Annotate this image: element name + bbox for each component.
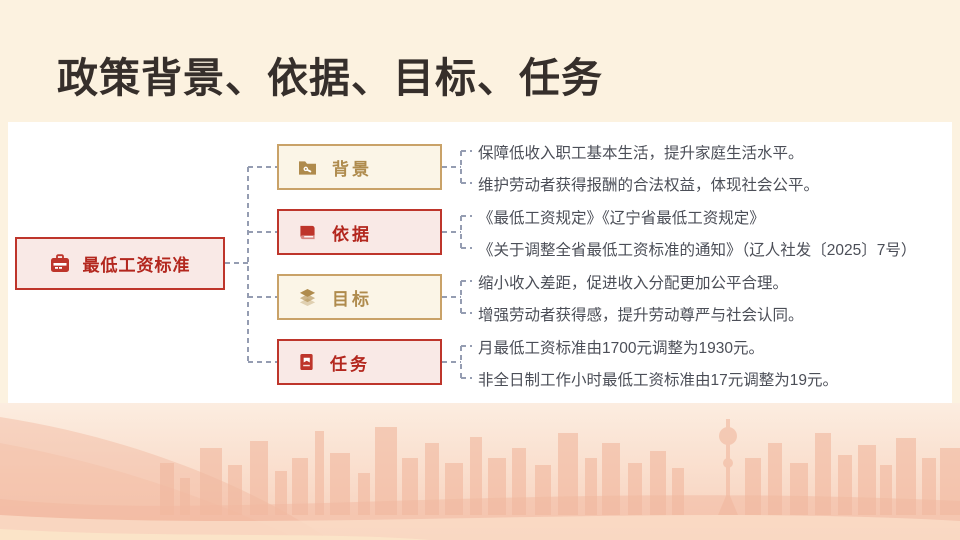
branch-label: 目标	[332, 289, 372, 309]
page-title: 政策背景、依据、目标、任务	[57, 55, 603, 101]
connector-lines	[225, 150, 472, 379]
bullet-line: 非全日制工作小时最低工资标准由17元调整为19元。	[478, 372, 838, 389]
bullet-line: 月最低工资标准由1700元调整为1930元。	[478, 340, 764, 357]
branch-label: 依据	[332, 224, 372, 244]
branch-label: 背景	[332, 159, 372, 179]
branch-box-task: 任务	[277, 339, 442, 385]
bullet-line: 维护劳动者获得报酬的合法权益，体现社会公平。	[478, 177, 820, 194]
diagram-panel: 最低工资标准 背景 保障低收入职工基本生活，提升家庭生活水平。 维护劳动者获得报…	[8, 122, 952, 403]
layers-icon	[298, 288, 317, 306]
folder-wrench-icon	[298, 159, 317, 176]
branch-box-background: 背景	[277, 144, 442, 190]
book-icon	[298, 224, 317, 241]
branch-box-basis: 依据	[277, 209, 442, 255]
bullet-line: 《最低工资规定》《辽宁省最低工资规定》	[478, 210, 765, 227]
briefcase-icon	[50, 254, 70, 273]
bullet-line: 保障低收入职工基本生活，提升家庭生活水平。	[478, 145, 804, 162]
bullet-line: 缩小收入差距，促进收入分配更加公平合理。	[478, 275, 789, 292]
bullet-line: 增强劳动者获得感，提升劳动尊严与社会认同。	[478, 307, 804, 324]
root-label: 最低工资标准	[82, 256, 191, 275]
branch-label: 任务	[330, 354, 370, 374]
city-skyline-decoration	[0, 403, 960, 540]
clipboard-icon	[298, 353, 315, 371]
root-node-min-wage-standard: 最低工资标准	[15, 237, 225, 290]
branch-box-goal: 目标	[277, 274, 442, 320]
bullet-line: 《关于调整全省最低工资标准的通知》（辽人社发〔2025〕7号）	[478, 242, 917, 259]
